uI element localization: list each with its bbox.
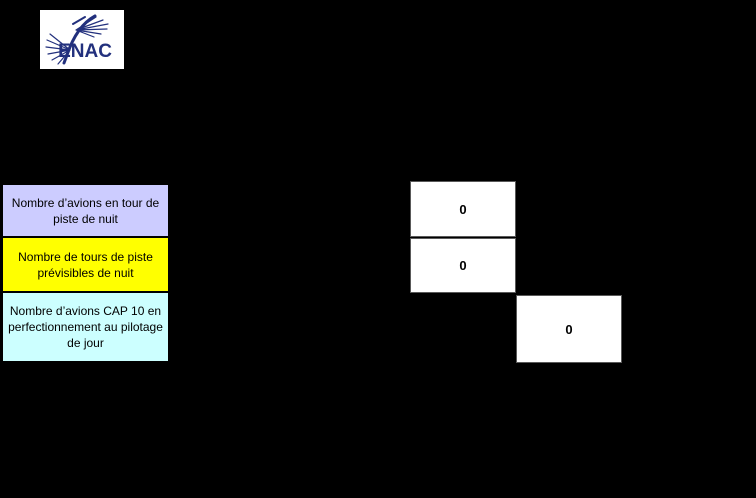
value-field-avions-tour-de-piste-nuit[interactable]: 0 [410, 181, 516, 237]
enac-logo-text: ENAC [58, 41, 112, 62]
value-avions-tour-de-piste-nuit: 0 [459, 201, 467, 217]
label-tours-de-piste-previsibles-nuit-text: Nombre de tours de piste prévisibles de … [18, 249, 153, 280]
value-field-avions-cap10-perfectionnement-jour[interactable]: 0 [516, 295, 622, 363]
label-avions-cap10-perfectionnement-jour: Nombre d’avions CAP 10 en perfectionneme… [1, 291, 170, 363]
value-avions-cap10-perfectionnement-jour: 0 [565, 321, 573, 337]
enac-logo: ENAC [40, 10, 124, 69]
value-field-tours-de-piste-previsibles-nuit[interactable]: 0 [410, 238, 516, 293]
value-tours-de-piste-previsibles-nuit: 0 [459, 258, 467, 273]
enac-wings-icon: ENAC [45, 14, 112, 65]
label-avions-tour-de-piste-nuit: Nombre d’avions en tour de piste de nuit [1, 183, 170, 238]
label-avions-tour-de-piste-nuit-text: Nombre d’avions en tour de piste de nuit [11, 195, 160, 226]
label-tours-de-piste-previsibles-nuit: Nombre de tours de piste prévisibles de … [1, 236, 170, 293]
label-avions-cap10-perfectionnement-jour-text: Nombre d’avions CAP 10 en perfectionneme… [8, 304, 163, 350]
